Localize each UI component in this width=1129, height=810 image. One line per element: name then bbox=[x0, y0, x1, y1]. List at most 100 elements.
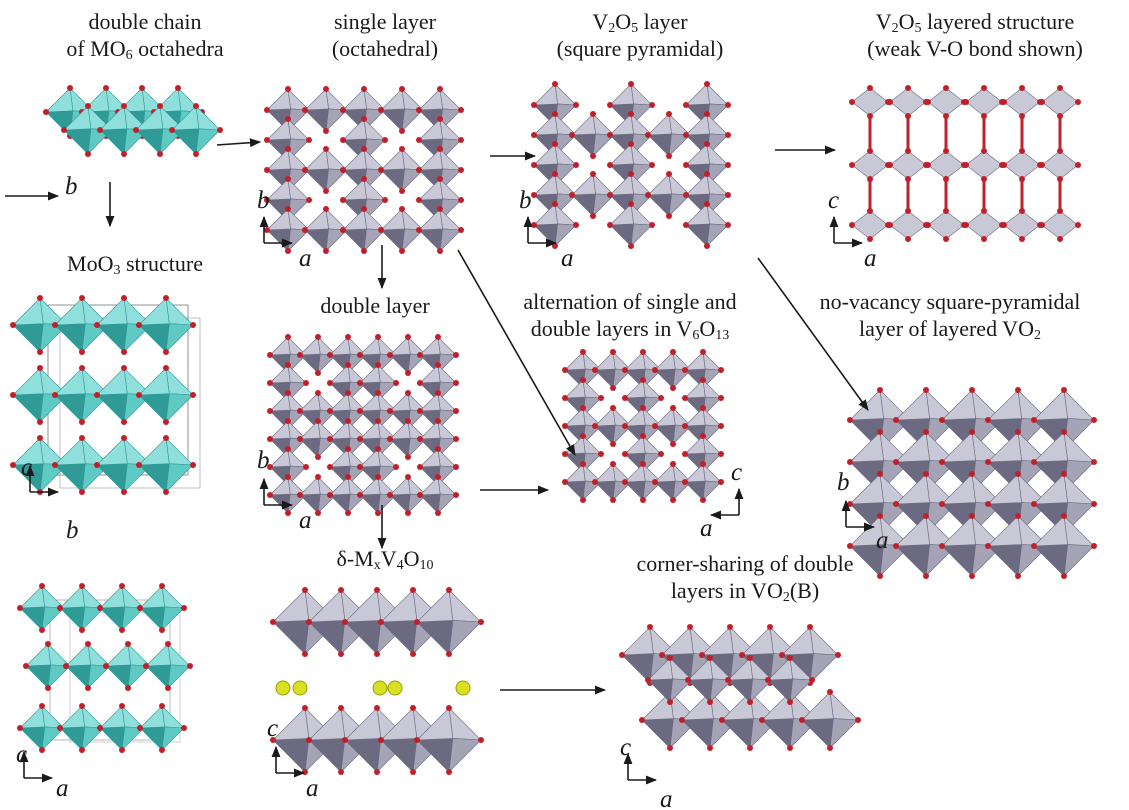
oxygen-atom bbox=[725, 192, 731, 198]
octahedron-facet bbox=[781, 626, 814, 656]
octahedron-facet bbox=[359, 336, 381, 356]
octahedron-facet bbox=[533, 83, 558, 106]
oxygen-atom bbox=[163, 489, 169, 495]
oxygen-atom bbox=[1015, 429, 1021, 435]
oxygen-atom bbox=[704, 243, 710, 249]
oxygen-atom bbox=[190, 322, 196, 328]
oxygen-atom bbox=[399, 188, 405, 194]
oxygen-atom bbox=[270, 619, 276, 625]
oxygen-atom bbox=[136, 462, 142, 468]
octahedron-facet bbox=[401, 208, 424, 231]
oxygen-atom bbox=[315, 334, 321, 340]
oxygen-atom bbox=[57, 605, 63, 611]
octahedron-facet bbox=[47, 643, 71, 667]
oxygen-atom bbox=[327, 408, 333, 414]
oxygen-atom bbox=[39, 703, 45, 709]
octahedron-facet bbox=[59, 726, 85, 751]
oxygen-atom bbox=[94, 322, 100, 328]
axis-c-moo3: c bbox=[21, 454, 33, 481]
octahedron-facet bbox=[81, 705, 105, 729]
oxygen-atom bbox=[659, 652, 665, 658]
octahedron-facet bbox=[308, 589, 346, 623]
octahedron-facet bbox=[363, 148, 386, 171]
oxygen-atom bbox=[683, 162, 689, 168]
oxygen-atom bbox=[39, 583, 45, 589]
octahedron-facet bbox=[161, 726, 185, 751]
oxygen-atom bbox=[190, 392, 196, 398]
oxygen-atom bbox=[357, 436, 363, 442]
oxygen-atom bbox=[323, 146, 329, 152]
octahedron-facet bbox=[19, 585, 45, 609]
oxygen-atom bbox=[1019, 236, 1025, 242]
oxygen-atom bbox=[437, 146, 443, 152]
octahedron-facet bbox=[609, 203, 634, 226]
octahedron-facet bbox=[741, 626, 774, 656]
oxygen-atom bbox=[37, 419, 43, 425]
oxygen-atom bbox=[285, 362, 291, 368]
oxygen-atom bbox=[963, 162, 969, 168]
oxygen-atom bbox=[725, 222, 731, 228]
oxygen-atom bbox=[985, 543, 991, 549]
oxygen-atom bbox=[405, 334, 411, 340]
octahedron-facet bbox=[171, 128, 200, 155]
octahedron-facet bbox=[592, 113, 615, 136]
oxygen-atom bbox=[181, 725, 187, 731]
oxygen-atom bbox=[52, 392, 58, 398]
octahedron-facet bbox=[299, 420, 321, 440]
octahedron-facet bbox=[809, 626, 839, 656]
oxygen-atom bbox=[410, 769, 416, 775]
oxygen-atom bbox=[302, 107, 308, 113]
octahedron-facet bbox=[401, 88, 424, 111]
oxygen-atom bbox=[264, 197, 270, 203]
octahedron-facet bbox=[63, 105, 92, 131]
label-corner-sharing-vo2b: corner-sharing of double layers in VO2(B… bbox=[636, 551, 854, 605]
oxygen-atom bbox=[893, 417, 899, 423]
octahedron-facet bbox=[19, 606, 45, 631]
octahedron-facet bbox=[363, 88, 386, 111]
oxygen-atom bbox=[640, 405, 646, 411]
octahedron-facet bbox=[287, 364, 307, 384]
octahedron-facet bbox=[59, 606, 85, 631]
octahedron-facet bbox=[138, 437, 170, 466]
octahedron-facet bbox=[165, 323, 194, 353]
oxygen-atom bbox=[446, 769, 452, 775]
oxygen-atom bbox=[217, 127, 223, 133]
oxygen-atom bbox=[670, 349, 676, 355]
oxygen-atom bbox=[1039, 162, 1045, 168]
oxygen-atom bbox=[658, 451, 664, 457]
oxygen-atom bbox=[580, 377, 586, 383]
oxygen-atom bbox=[399, 128, 405, 134]
octahedron-facet bbox=[685, 173, 710, 196]
oxygen-atom bbox=[1061, 471, 1067, 477]
oxygen-atom bbox=[939, 417, 945, 423]
oxygen-atom bbox=[622, 479, 628, 485]
oxygen-atom bbox=[923, 513, 929, 519]
octahedron-facet bbox=[269, 364, 291, 384]
octahedron-facet bbox=[269, 336, 291, 356]
oxygen-atom bbox=[598, 395, 604, 401]
label-v2o5-layered-structure: V2O5 layered structure (weak V-O bond sh… bbox=[867, 9, 1083, 61]
octahedron-facet bbox=[266, 178, 291, 201]
octahedron-facet bbox=[439, 178, 462, 201]
octahedron-facet bbox=[554, 173, 577, 196]
oxygen-atom bbox=[458, 107, 464, 113]
oxygen-atom bbox=[446, 587, 452, 593]
octahedron-facet bbox=[81, 585, 105, 609]
octahedron-facet bbox=[342, 178, 367, 201]
octahedron-facet bbox=[342, 208, 367, 231]
oxygen-atom bbox=[378, 619, 384, 625]
oxygen-atom bbox=[125, 641, 131, 647]
octahedron-facet bbox=[418, 208, 443, 231]
octahedron-facet bbox=[135, 105, 164, 131]
octahedron-facet bbox=[25, 664, 51, 689]
octahedron-facet bbox=[849, 389, 884, 421]
octahedron-facet bbox=[121, 585, 145, 609]
double-layer-octahedral bbox=[267, 334, 459, 516]
octahedron-facet bbox=[99, 606, 125, 631]
oxygen-atom bbox=[446, 651, 452, 657]
oxygen-atom bbox=[666, 171, 672, 177]
oxygen-atom bbox=[378, 737, 384, 743]
octahedron-facet bbox=[437, 364, 457, 384]
oxygen-atom bbox=[297, 492, 303, 498]
